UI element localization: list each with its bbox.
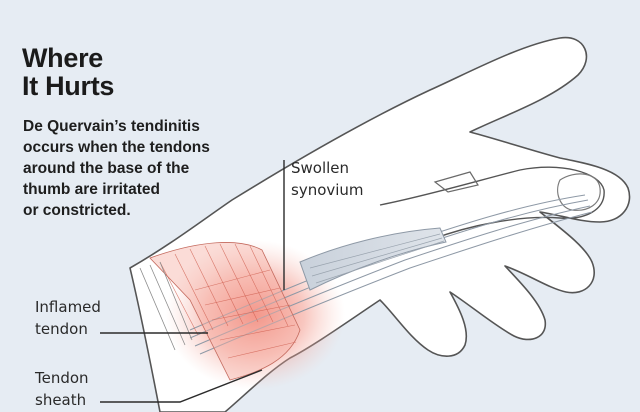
label-swollen-synovium-line-2: synovium xyxy=(291,179,364,201)
description: De Quervain’s tendinitis occurs when the… xyxy=(23,116,210,221)
description-line-2: occurs when the tendons xyxy=(23,137,210,158)
title-line-2: It Hurts xyxy=(22,72,114,100)
description-line-3: around the base of the xyxy=(23,158,210,179)
description-line-4: thumb are irritated xyxy=(23,179,210,200)
page-title: Where It Hurts xyxy=(22,44,114,100)
label-tendon-sheath-line-1: Tendon xyxy=(35,367,89,389)
label-inflamed-tendon-line-1: Inflamed xyxy=(35,296,101,318)
description-line-5: or constricted. xyxy=(23,200,210,221)
description-line-1: De Quervain’s tendinitis xyxy=(23,116,210,137)
label-swollen-synovium: Swollen synovium xyxy=(291,157,364,201)
label-tendon-sheath-line-2: sheath xyxy=(35,389,89,411)
label-inflamed-tendon: Inflamed tendon xyxy=(35,296,101,340)
title-line-1: Where xyxy=(22,44,114,72)
label-tendon-sheath: Tendon sheath xyxy=(35,367,89,411)
label-swollen-synovium-line-1: Swollen xyxy=(291,157,364,179)
label-inflamed-tendon-line-2: tendon xyxy=(35,318,101,340)
